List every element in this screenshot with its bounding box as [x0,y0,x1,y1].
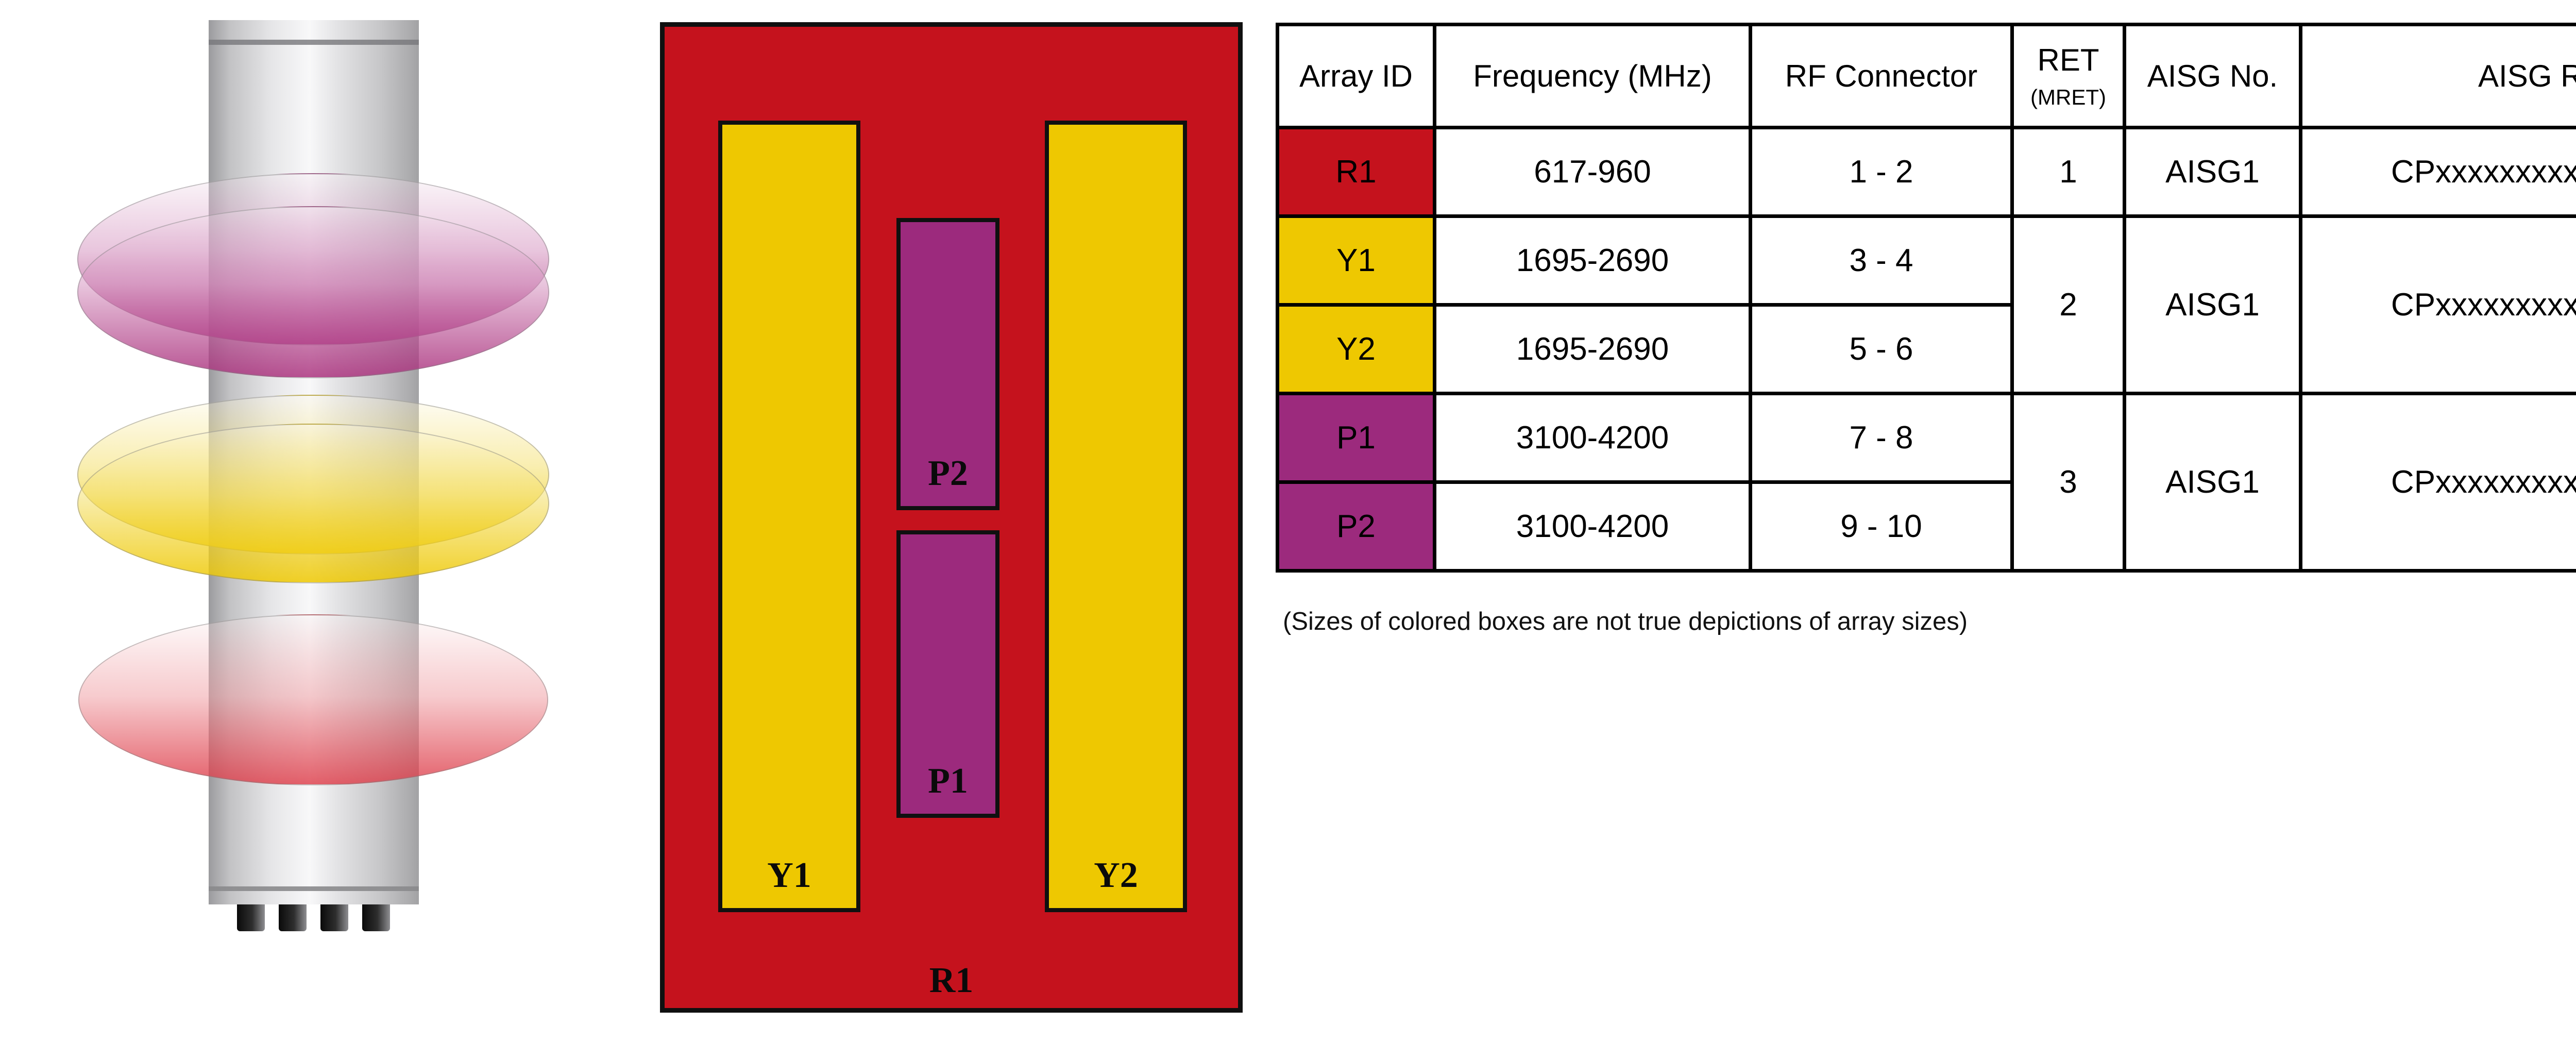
col-header-frequency: Frequency (MHz) [1433,23,1752,129]
array-id-cell: Y1 [1276,214,1436,307]
spec-table-wrapper: Array ID Frequency (MHz) RF Connector RE… [1276,23,2576,573]
panel-label-r1: R1 [929,961,974,1000]
array-bar-p2: P2 [896,218,999,510]
ret-header-sub: (MRET) [2030,85,2106,109]
rf-connector-cell: 7 - 8 [1749,392,2014,484]
rf-connector-cell: 1 - 2 [1749,126,2014,218]
ret-cell-merged: 2 [2010,214,2126,395]
array-panel-r1: Y1 P2 P1 Y2 R1 [660,22,1243,1013]
aisg-ret-uid-cell-merged: CPxxxxxxxxxxxxxxxxMM.2 [2299,214,2576,395]
array-id-cell: P2 [1276,480,1436,573]
array-bar-p1: P1 [896,530,999,818]
col-header-aisg-ret-uid: AISG RET UID [2299,23,2576,129]
array-id-cell: Y2 [1276,303,1436,395]
cylinder-top-seam [209,40,419,45]
array-id-cell: R1 [1276,126,1436,218]
header-row: Array ID Frequency (MHz) RF Connector RE… [1276,23,2576,129]
col-header-rf-connector: RF Connector [1749,23,2014,129]
table-row-p1: P1 3100-4200 7 - 8 3 AISG1 CPxxxxxxxxxxx… [1276,392,2576,573]
connector-pin [279,904,307,931]
frequency-cell: 3100-4200 [1433,480,1752,573]
rf-connector-cell: 9 - 10 [1749,480,2014,573]
array-bar-label: Y1 [767,855,811,895]
yellow-beam-disc-lower [77,424,549,583]
frequency-cell: 617-960 [1433,126,1752,218]
table-row-y2: Y2 1695-2690 5 - 6 [1276,303,2576,395]
array-id-cell: P1 [1276,392,1436,484]
ret-header-main: RET [2037,43,2099,77]
cylinder-bottom-seam [209,886,419,891]
spec-table: Array ID Frequency (MHz) RF Connector RE… [1276,23,2576,573]
aisg-ret-uid-cell: CPxxxxxxxxxxxxxxxxMM.1 [2299,126,2576,218]
connector-pin [320,904,348,931]
col-header-aisg-no: AISG No. [2123,23,2302,129]
ret-cell: 1 [2010,126,2126,218]
rf-connector-cell: 5 - 6 [1749,303,2014,395]
connector-pin [362,904,390,931]
ret-cell-merged: 3 [2010,392,2126,573]
aisg-ret-uid-cell-merged: CPxxxxxxxxxxxxxxxxMM.3 [2299,392,2576,573]
frequency-cell: 1695-2690 [1433,214,1752,307]
array-bar-y2: Y2 [1045,121,1187,912]
aisg-no-cell: AISG1 [2123,126,2302,218]
array-bar-label: P1 [928,761,968,801]
array-bar-y1: Y1 [718,121,860,912]
col-header-ret: RET (MRET) [2010,23,2126,129]
array-bar-label: Y2 [1094,855,1138,895]
size-disclaimer-note: (Sizes of colored boxes are not true dep… [1283,608,1968,635]
red-beam-disc [78,614,548,785]
array-bar-label: P2 [928,454,968,493]
frequency-cell: 1695-2690 [1433,303,1752,395]
purple-beam-disc-lower [77,206,549,378]
aisg-no-cell-merged: AISG1 [2123,214,2302,395]
connector-pin [237,904,265,931]
antenna-illustration [0,0,618,1041]
col-header-array-id: Array ID [1276,23,1436,129]
table-row-p2: P2 3100-4200 9 - 10 [1276,480,2576,573]
rf-connector-cell: 3 - 4 [1749,214,2014,307]
aisg-no-cell-merged: AISG1 [2123,392,2302,573]
frequency-cell: 3100-4200 [1433,392,1752,484]
table-row-y1: Y1 1695-2690 3 - 4 2 AISG1 CPxxxxxxxxxxx… [1276,214,2576,395]
table-row-r1: R1 617-960 1 - 2 1 AISG1 CPxxxxxxxxxxxxx… [1276,126,2576,218]
